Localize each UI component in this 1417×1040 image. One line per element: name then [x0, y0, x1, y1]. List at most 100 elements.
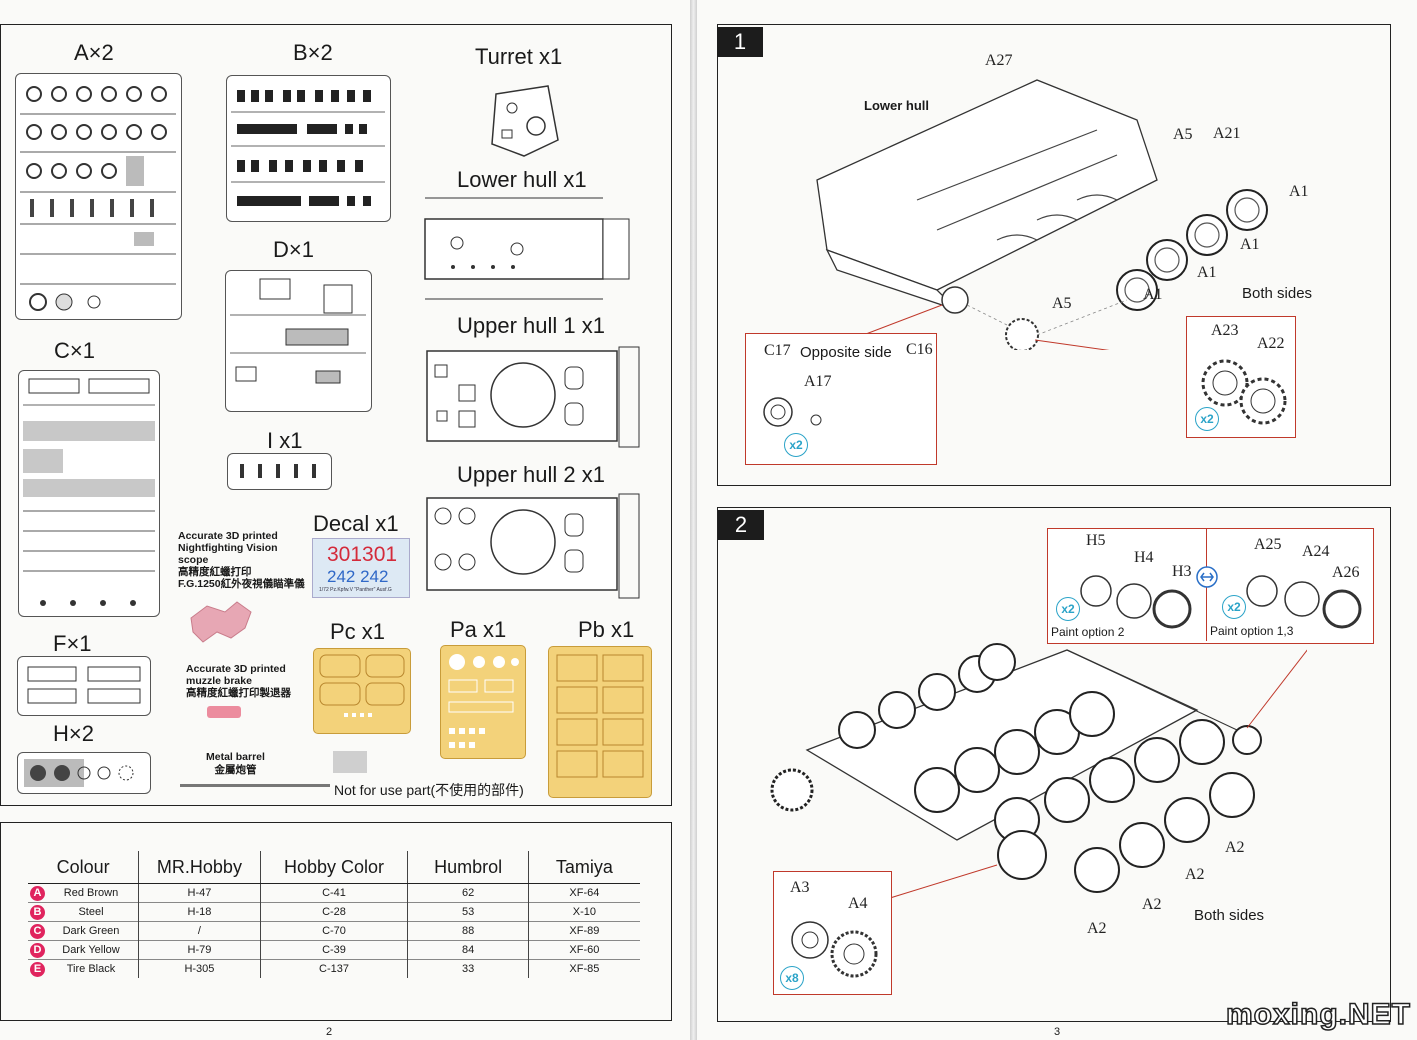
sprue-h-drawing	[24, 759, 134, 787]
label-a1-3: A1	[1197, 264, 1217, 281]
nightvision-text: Accurate 3D printed Nightfighting Vision…	[178, 530, 305, 590]
sprue-d	[225, 270, 372, 412]
decal-number-blue: 242 242	[327, 567, 389, 586]
sprue-d-drawing	[230, 278, 366, 384]
pe-pb-drawing	[556, 654, 644, 778]
header-hobbycolor: Hobby Color	[259, 851, 408, 884]
pe-pa-label: Pa x1	[450, 617, 507, 642]
turret-drawing	[491, 85, 559, 157]
sprue-c-label: C×1	[54, 338, 95, 363]
paint-code-badge: B	[30, 904, 45, 920]
page-number-left: 2	[326, 1026, 333, 1038]
sprue-c	[18, 370, 160, 617]
label-h4: H4	[1134, 549, 1154, 566]
label-a1-2: A1	[1240, 236, 1260, 253]
colour-name: Dark Green	[62, 924, 120, 937]
paint-table-header: Colour MR.Hobby Hobby Color Humbrol Tami…	[28, 851, 640, 884]
step-2-paint-option-callout: H5 H4 H3 x2 Paint option 2 A25 A24 A26 x…	[1047, 528, 1374, 644]
tamiya-cell: X-10	[527, 902, 640, 922]
sprocket-hub-drawing	[763, 397, 822, 427]
mrhobby-cell: H-305	[138, 959, 261, 978]
hobbycolor-cell: C-41	[259, 883, 408, 903]
sprue-b-label: B×2	[293, 40, 333, 65]
hobbycolor-cell: C-70	[259, 921, 408, 941]
header-tamiya: Tamiya	[527, 851, 640, 884]
step-1-lower-hull-drawing	[816, 79, 1268, 350]
sprue-f-label: F×1	[53, 631, 92, 656]
hobbycolor-cell: C-39	[259, 940, 408, 960]
muzzle-line-3: 高精度紅蠟打印製退器	[186, 687, 291, 699]
multiplier-x2-c17: x2	[784, 433, 808, 457]
decal-number-red: 301301	[327, 543, 398, 566]
nightvision-line-5: F.G.1250紅外夜視儀瞄準儀	[178, 578, 305, 590]
sprue-f	[17, 656, 151, 716]
sprue-a-label: A×2	[74, 40, 114, 65]
colour-cell: C Dark Green	[28, 921, 139, 941]
muzzle-line-1: Accurate 3D printed	[186, 663, 286, 675]
mrhobby-cell: /	[138, 921, 261, 941]
step-1-frame	[717, 24, 1391, 486]
humbrol-cell: 88	[407, 921, 529, 941]
sprue-h-label: H×2	[53, 721, 94, 746]
upper-hull-2-drawing	[426, 493, 640, 599]
tamiya-cell: XF-85	[527, 959, 640, 978]
label-a4: A4	[848, 895, 868, 912]
mrhobby-cell: H-47	[138, 883, 261, 903]
lower-hull-label: Lower hull x1	[457, 167, 587, 192]
colour-name: Tire Black	[66, 962, 116, 975]
sprue-h	[17, 752, 151, 794]
paint-code-badge: C	[30, 923, 45, 939]
decal-sheet: 301301 242 242 1/72 Pz.Kpfw.V "Panther" …	[312, 538, 410, 598]
sprue-i	[227, 453, 332, 490]
nightvision-line-1: Accurate 3D printed	[178, 530, 278, 542]
multiplier-x2-option-13: x2	[1222, 595, 1246, 619]
page-number-right: 3	[1054, 1026, 1061, 1038]
label-paint-option-2: Paint option 2	[1051, 625, 1125, 639]
multiplier-x2-sprocket: x2	[1195, 407, 1219, 431]
sprue-f-drawing	[27, 666, 141, 704]
tamiya-cell: XF-89	[527, 921, 640, 941]
step-1-number: 1	[717, 27, 763, 57]
pe-sheet-pb	[548, 646, 652, 798]
upper-hull-1-drawing	[426, 346, 640, 448]
paint-table: Colour MR.Hobby Hobby Color Humbrol Tami…	[28, 851, 640, 978]
paint-option-2-wheel-drawing	[1080, 575, 1192, 629]
sprue-i-drawing	[240, 464, 316, 478]
label-a23: A23	[1211, 322, 1239, 339]
right-page: 1 Lower hull A27 A5 A21 A1 A1 A1 A1 A5 B…	[697, 0, 1417, 1040]
pe-pb-label: Pb x1	[578, 617, 635, 642]
lower-hull-drawing	[424, 197, 630, 300]
humbrol-cell: 84	[407, 940, 529, 960]
upper-hull-2-label: Upper hull 2 x1	[457, 462, 605, 487]
label-a2-4: A2	[1087, 920, 1107, 937]
label-a27: A27	[985, 52, 1013, 69]
mrhobby-cell: H-79	[138, 940, 261, 960]
paint-code-badge: D	[30, 942, 45, 958]
sprue-a-drawing	[20, 86, 176, 311]
label-a21: A21	[1213, 125, 1241, 142]
nightvision-3d-part	[190, 601, 252, 643]
label-c17: C17	[764, 342, 791, 359]
humbrol-cell: 62	[407, 883, 529, 903]
pe-pc-label: Pc x1	[330, 619, 386, 644]
label-a2-1: A2	[1225, 839, 1245, 856]
parts-list-frame	[0, 24, 672, 806]
label-a2-3: A2	[1142, 896, 1162, 913]
sprue-d-label: D×1	[273, 237, 314, 262]
turret-label: Turret x1	[475, 44, 563, 69]
table-row: C Dark Green / C-70 88 XF-89	[28, 921, 640, 941]
header-mrhobby: MR.Hobby	[138, 851, 261, 884]
muzzle-text: Accurate 3D printed muzzle brake 高精度紅蠟打印…	[186, 663, 291, 699]
decal-caption: 1/72 Pz.Kpfw.V "Panther" Ausf.G	[319, 587, 392, 593]
sprue-i-label: I x1	[267, 428, 303, 453]
left-page: A×2 B×2 Turret x1 Lower hull x1 D×1 Uppe…	[0, 0, 690, 1040]
humbrol-cell: 33	[407, 959, 529, 978]
colour-name: Red Brown	[63, 886, 119, 899]
mrhobby-cell: H-18	[138, 902, 261, 922]
